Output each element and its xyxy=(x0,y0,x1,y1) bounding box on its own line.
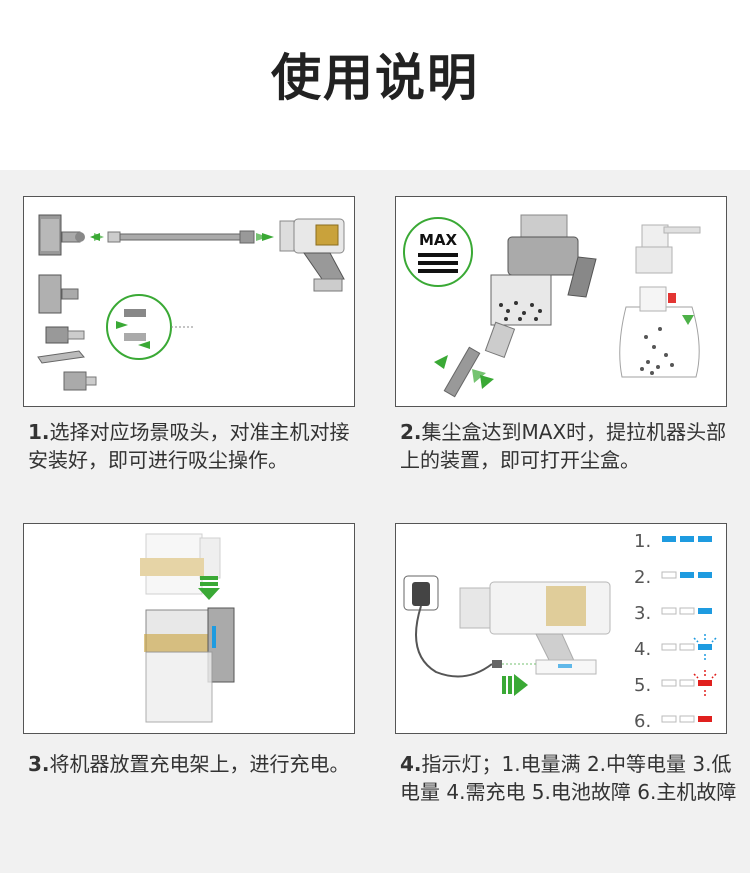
connect-arrow-icon xyxy=(256,233,274,241)
level-2-label: 2. xyxy=(634,567,651,588)
header: 使用说明 xyxy=(0,0,750,170)
assembly-illustration xyxy=(37,214,345,391)
plug-arrow-icon xyxy=(502,674,528,696)
mini-tool-icon xyxy=(45,326,85,344)
charging-illustration xyxy=(140,533,235,723)
indicator-legend: 1. 2. 3. 4. 5. 6. xyxy=(634,531,717,732)
level-4-label: 4. xyxy=(634,639,651,660)
attachment-zoom-detail xyxy=(106,294,194,360)
vacuum-main-unit xyxy=(279,218,345,292)
step-1-caption: 1.选择对应场景吸头，对准主机对接安装好，即可进行吸尘操作。 xyxy=(28,418,353,474)
floor-head-icon xyxy=(38,214,85,256)
step-1-text: 选择对应场景吸头，对准主机对接安装好，即可进行吸尘操作。 xyxy=(28,420,350,472)
step-1-number: 1. xyxy=(28,420,50,444)
level-1-label: 1. xyxy=(634,531,651,552)
bin-illustration: MAX xyxy=(403,214,701,398)
page-title: 使用说明 xyxy=(271,49,479,107)
lift-arrow-icon xyxy=(434,355,494,389)
bin-emptying-illustration xyxy=(619,224,701,378)
charging-dock xyxy=(144,607,235,723)
step-3-number: 3. xyxy=(28,752,50,776)
step-2-text: 集尘盒达到MAX时，提拉机器头部上的装置，即可打开尘盒。 xyxy=(400,420,727,472)
indicator-illustration: 1. 2. 3. 4. 5. 6. xyxy=(403,531,717,732)
step-4-number: 4. xyxy=(400,752,422,776)
step-2-caption: 2.集尘盒达到MAX时，提拉机器头部上的装置，即可打开尘盒。 xyxy=(400,418,730,474)
step-4-caption: 4.指示灯；1.电量满 2.中等电量 3.低电量 4.需充电 5.电池故障 6.… xyxy=(400,750,745,806)
panel-charging xyxy=(23,523,355,734)
max-label: MAX xyxy=(419,231,458,249)
motorhead-icon xyxy=(38,274,79,314)
vacuum-ghost xyxy=(140,533,221,595)
step-3-caption: 3.将机器放置充电架上，进行充电。 xyxy=(28,750,368,778)
wall-outlet-icon xyxy=(403,575,502,678)
panel-assembly xyxy=(23,196,355,407)
wand-tube xyxy=(119,233,251,241)
step-4-text: 指示灯；1.电量满 2.中等电量 3.低电量 4.需充电 5.电池故障 6.主机… xyxy=(400,752,737,804)
panel-indicators: 1. 2. 3. 4. 5. 6. xyxy=(395,523,727,734)
panel-empty-bin: MAX xyxy=(395,196,727,407)
wand-joint xyxy=(107,231,121,243)
level-6-label: 6. xyxy=(634,711,651,732)
instructions-area: MAX xyxy=(0,170,750,873)
crevice-tool-icon xyxy=(37,350,85,364)
max-badge: MAX xyxy=(403,217,473,287)
brush-tool-icon xyxy=(63,371,97,391)
level-3-label: 3. xyxy=(634,603,651,624)
level-5-label: 5. xyxy=(634,675,651,696)
dock-down-arrow-icon xyxy=(198,576,220,600)
step-2-number: 2. xyxy=(400,420,422,444)
vacuum-body xyxy=(459,581,611,675)
step-3-text: 将机器放置充电架上，进行充电。 xyxy=(49,752,350,776)
insert-arrow-icon xyxy=(90,233,104,241)
vacuum-with-full-bin xyxy=(443,214,597,398)
